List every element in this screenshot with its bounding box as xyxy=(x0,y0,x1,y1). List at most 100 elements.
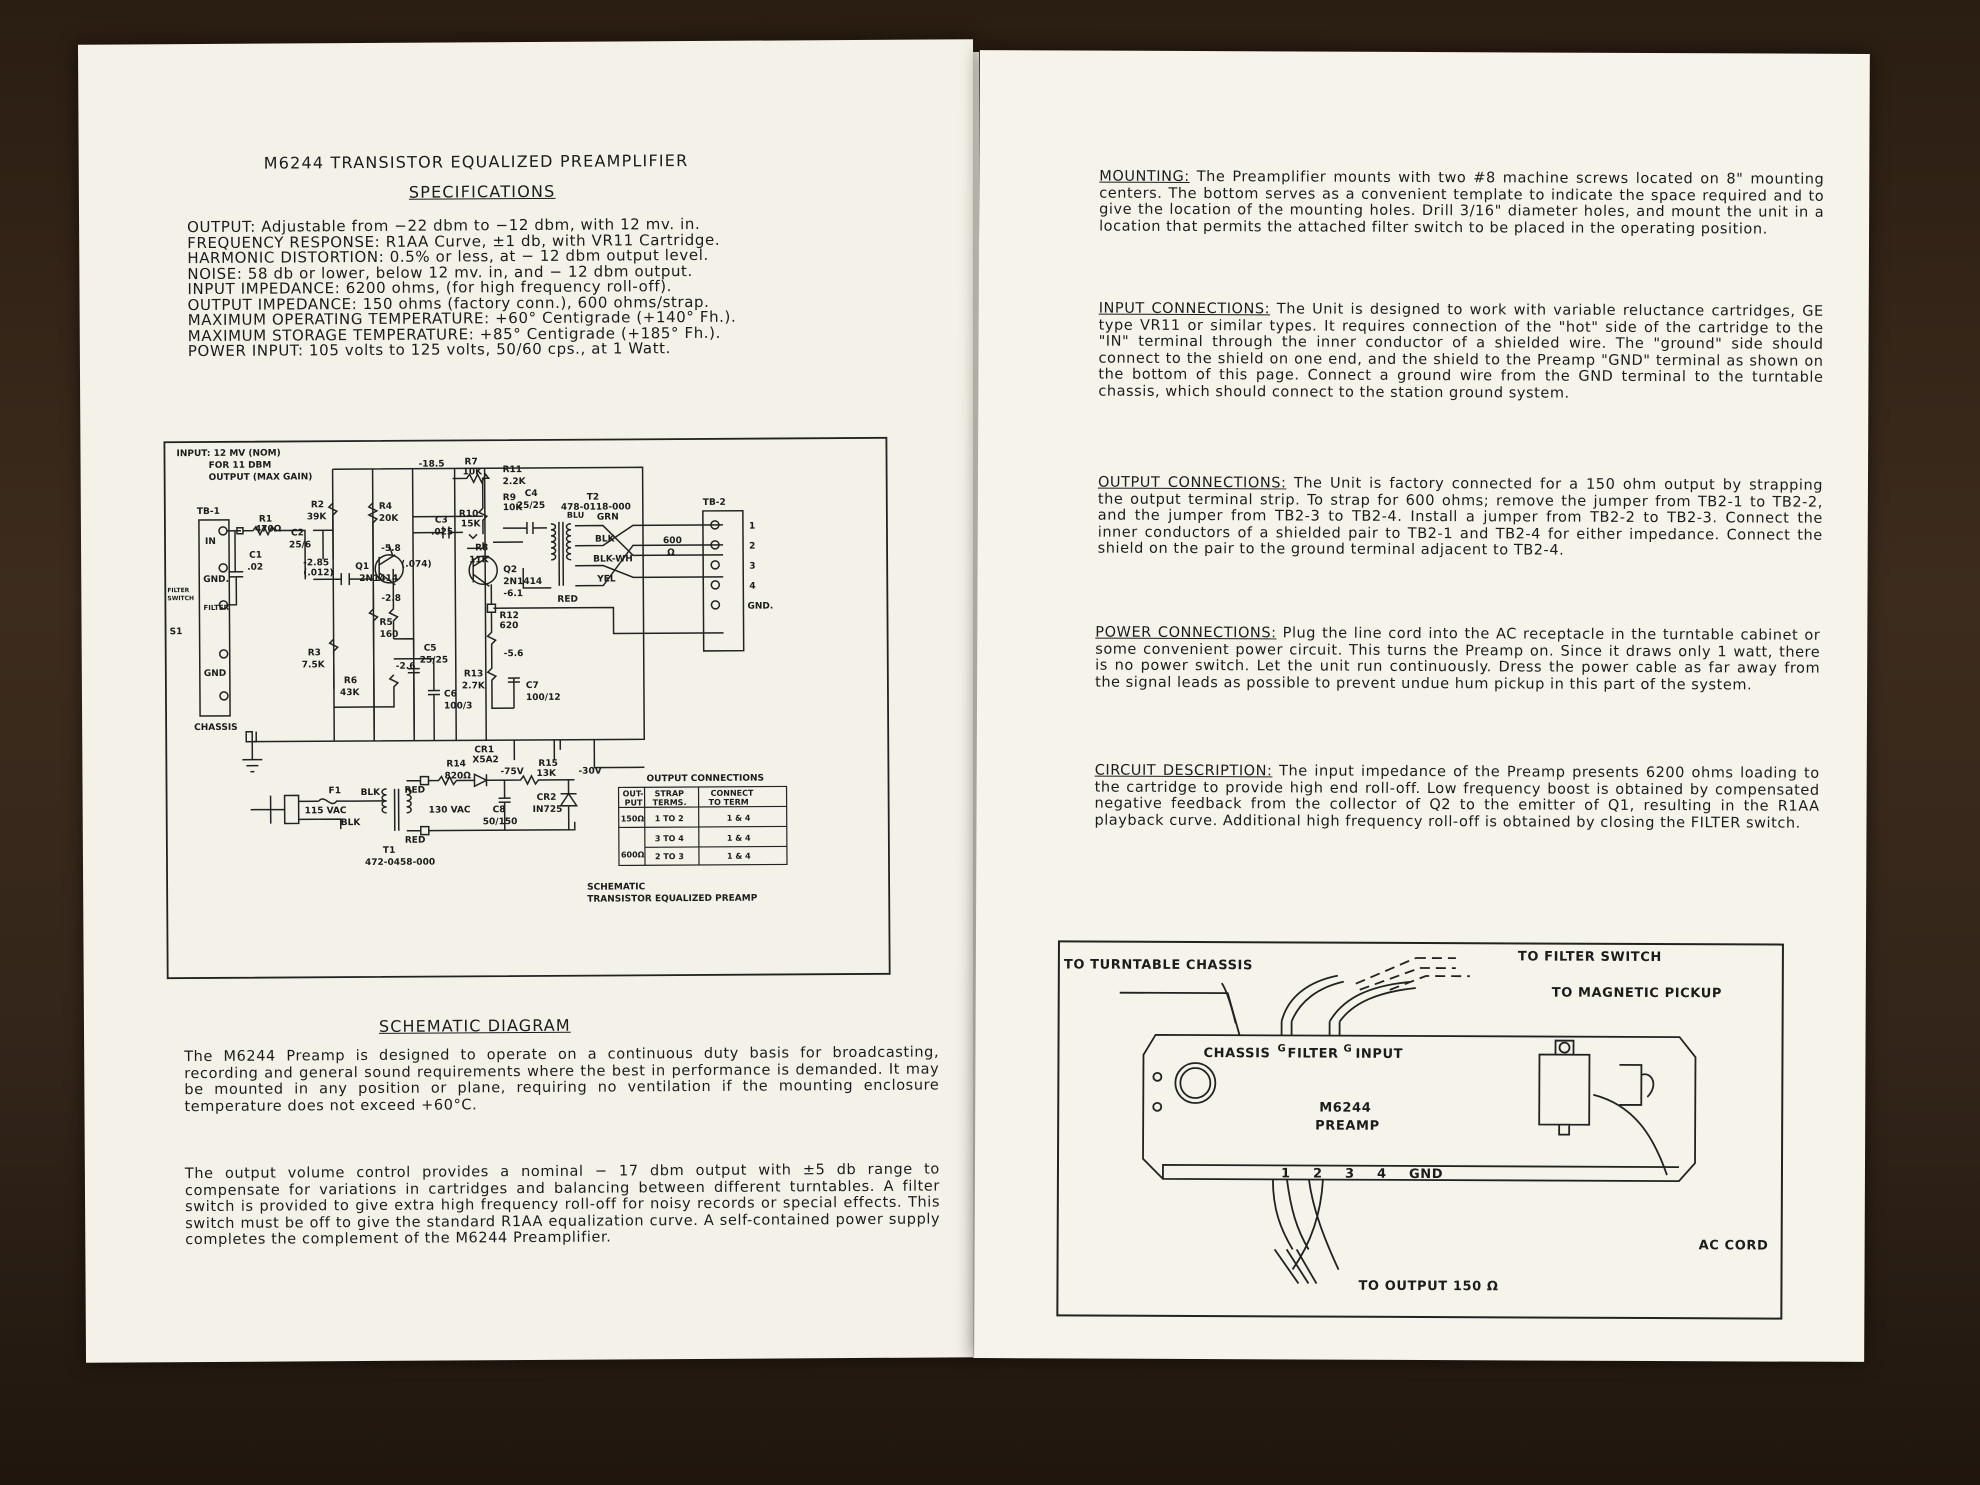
c7-label: C7 xyxy=(526,681,539,691)
r6-value: 43K xyxy=(340,688,361,698)
tb2-term-1: 1 xyxy=(749,522,755,532)
c4-label: C4 xyxy=(525,489,538,499)
document-title: M6244 TRANSISTOR EQUALIZED PREAMPLIFIER xyxy=(263,151,689,173)
c5-label: C5 xyxy=(424,644,437,654)
specifications-heading: SPECIFICATIONS xyxy=(408,181,556,202)
wire-blkwh-label: BLK-WH xyxy=(593,554,633,564)
r11-label: R11 xyxy=(503,465,523,475)
wire-yel-label: YEL xyxy=(596,574,616,584)
r2-value: 39K xyxy=(307,512,328,522)
output-connections-heading: OUTPUT CONNECTIONS: xyxy=(1097,474,1287,492)
c6-value: 100/3 xyxy=(444,701,472,711)
output-table-row3-connect: 1 & 4 xyxy=(727,852,751,861)
voltage-185: -18.5 xyxy=(419,460,445,470)
mounting-section: MOUNTING: The Preamplifier mounts with t… xyxy=(1099,169,1824,238)
schematic-diagram: INPUT: 12 MV (NOM) FOR 11 DBM OUTPUT (MA… xyxy=(163,436,891,980)
output-table-header-strap-1: STRAP xyxy=(655,789,685,798)
output-table-header-connect-2: TO TERM xyxy=(709,798,749,807)
r10-label: R10 xyxy=(459,509,479,519)
output-table-row2-strap: 3 TO 4 xyxy=(655,834,684,843)
r5-value: 160 xyxy=(380,630,399,640)
output-table-header-output-1: OUT- xyxy=(623,789,644,798)
voltage-56: -5.6 xyxy=(504,649,524,659)
schematic-caption-1: SCHEMATIC xyxy=(587,882,646,892)
output-table-title: OUTPUT CONNECTIONS xyxy=(646,774,764,785)
c8-value: 50/150 xyxy=(483,817,518,827)
blk1-label: BLK xyxy=(361,788,382,798)
circuit-description-heading: CIRCUIT DESCRIPTION: xyxy=(1094,762,1273,780)
r8-label: R8 xyxy=(475,543,488,553)
input-connections-heading: INPUT CONNECTIONS: xyxy=(1098,300,1271,318)
wire-blu-label: BLU xyxy=(567,511,584,520)
wiring-illustration: TO TURNTABLE CHASSIS TO FILTER SWITCH TO… xyxy=(1064,949,1769,1295)
tb1-gnd2-label: GND xyxy=(204,669,226,679)
to-output-label: TO OUTPUT 150 Ω xyxy=(1358,1279,1498,1295)
output-table-header-output-2: PUT xyxy=(625,798,643,807)
red1-label: RED xyxy=(405,786,426,796)
output-table-row3-strap: 2 TO 3 xyxy=(655,852,684,861)
r14-label: R14 xyxy=(446,759,466,769)
vac115-label: 115 VAC xyxy=(305,806,347,816)
t1-label: T1 xyxy=(383,846,395,856)
t1-part: 472-0458-000 xyxy=(365,858,435,868)
voltage-074: (.074) xyxy=(401,560,431,570)
circuit-description-section: CIRCUIT DESCRIPTION: The input impedance… xyxy=(1094,763,1819,832)
r5-label: R5 xyxy=(379,618,392,628)
voltage-30: -30V xyxy=(578,767,601,777)
output-terminal-3: 3 xyxy=(1345,1167,1355,1182)
right-page: MOUNTING: The Preamplifier mounts with t… xyxy=(974,50,1870,1362)
r2-label: R2 xyxy=(311,500,324,510)
chassis-label: CHASSIS xyxy=(194,723,238,733)
r4-value: 20K xyxy=(379,514,400,524)
tb2-label: TB-2 xyxy=(703,498,726,508)
r7-value: 10K xyxy=(463,467,484,477)
output-table-header-connect-1: CONNECT xyxy=(711,789,754,798)
c5-value: 25/25 xyxy=(420,655,448,665)
voltage-28: -2.8 xyxy=(381,594,401,604)
r12-label: R12 xyxy=(499,611,519,621)
t2-label: T2 xyxy=(587,493,599,503)
tb2-term-2: 2 xyxy=(749,542,755,552)
voltage-58: -5.8 xyxy=(381,544,401,554)
output-table-row2-connect: 1 & 4 xyxy=(727,834,751,843)
q1-label: Q1 xyxy=(355,562,369,572)
output-terminal-gnd: GND xyxy=(1409,1167,1443,1182)
c1-value: .02 xyxy=(247,563,263,573)
c2-label: C2 xyxy=(291,528,304,538)
schematic-caption-2: TRANSISTOR EQUALIZED PREAMP xyxy=(587,894,758,905)
tb1-in-label: IN xyxy=(205,537,216,547)
r8-value: 11K xyxy=(469,555,490,565)
voltage-26: -2.6 xyxy=(396,662,416,672)
cr1-part: X5A2 xyxy=(472,755,498,765)
schematic-input-note-3: OUTPUT (MAX GAIN) xyxy=(209,472,313,483)
t2-part: 478-0118-000 xyxy=(561,502,631,512)
wire-grn-label: GRN xyxy=(597,512,619,522)
r15-label: R15 xyxy=(538,759,558,769)
cr1-label: CR1 xyxy=(474,745,494,755)
cr2-label: CR2 xyxy=(537,793,557,803)
c7-value: 100/12 xyxy=(526,693,561,703)
r6-label: R6 xyxy=(344,676,357,686)
power-connections-section: POWER CONNECTIONS: Plug the line cord in… xyxy=(1095,625,1820,694)
r13-label: R13 xyxy=(464,669,484,679)
output-table-header-strap-2: TERMS. xyxy=(653,798,687,807)
schematic-diagram-heading: SCHEMATIC DIAGRAM xyxy=(378,1015,571,1036)
mounting-heading: MOUNTING: xyxy=(1099,168,1190,185)
vac130-label: 130 VAC xyxy=(429,805,471,815)
output-connections-section: OUTPUT CONNECTIONS: The Unit is factory … xyxy=(1098,475,1823,561)
tb1-filter-label: FILTER xyxy=(203,604,229,612)
r14-value: 820Ω xyxy=(444,771,471,781)
r7-label: R7 xyxy=(465,457,478,467)
input-terminal-label: INPUT xyxy=(1355,1047,1403,1062)
q2-label: Q2 xyxy=(503,565,517,575)
model-label: M6244 xyxy=(1319,1101,1371,1116)
output-table-row3-output: 600Ω xyxy=(621,850,645,859)
ground-terminal-2-label: G xyxy=(1343,1044,1352,1055)
specifications-list: OUTPUT: Adjustable from −22 dbm to −12 d… xyxy=(187,215,948,360)
tb2-term-gnd: GND. xyxy=(747,602,773,612)
output-table-row1-output: 150Ω xyxy=(621,814,645,823)
to-magnetic-pickup-label: TO MAGNETIC PICKUP xyxy=(1552,986,1722,1002)
filter-terminal-label: FILTER xyxy=(1287,1046,1338,1061)
c3-label: C3 xyxy=(435,515,448,525)
ac-cord-label: AC CORD xyxy=(1699,1238,1769,1253)
